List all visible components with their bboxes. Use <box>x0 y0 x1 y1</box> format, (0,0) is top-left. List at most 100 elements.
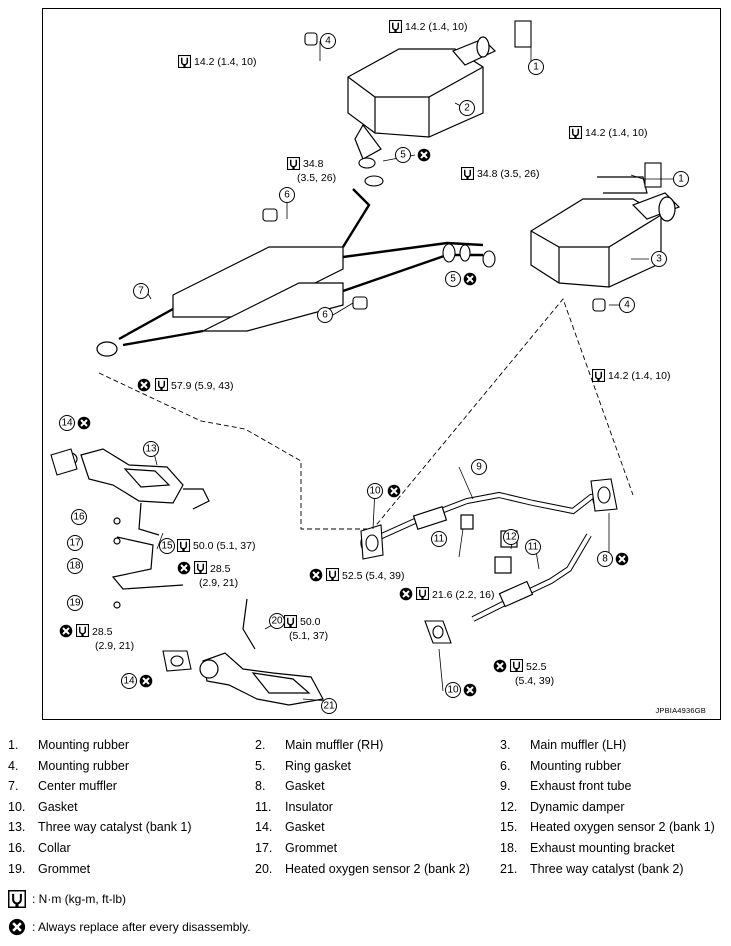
reference-dash-line <box>98 298 634 530</box>
part-name: Three way catalyst (bank 2) <box>530 861 684 876</box>
part-name: Heated oxygen sensor 2 (bank 2) <box>285 861 470 876</box>
torque-wrench-icon <box>326 568 339 581</box>
replace-icon <box>463 272 477 286</box>
part-number: 18. <box>500 841 518 855</box>
replace-icon <box>463 683 477 697</box>
svg-text:11: 11 <box>434 534 445 545</box>
svg-text:10: 10 <box>447 685 459 696</box>
part-number: 12. <box>500 799 518 814</box>
part-number: 3. <box>500 738 511 752</box>
part-name: Grommet <box>38 861 91 876</box>
replace-icon <box>137 378 151 392</box>
replace-icon <box>493 659 507 673</box>
part-name: Mounting rubber <box>38 758 130 773</box>
replace-icon <box>59 624 73 638</box>
svg-text:1: 1 <box>678 174 684 185</box>
part-number: 13. <box>8 820 26 835</box>
part-number: 1. <box>8 738 19 752</box>
callout-18: 18 <box>67 558 83 574</box>
svg-text:7: 7 <box>138 286 144 297</box>
torque-wrench-icon <box>155 378 168 391</box>
callout-20: 20 <box>269 613 285 629</box>
svg-text:6: 6 <box>322 310 328 321</box>
torque-wrench-icon <box>177 539 190 552</box>
svg-text:(2.9, 21): (2.9, 21) <box>95 640 134 652</box>
svg-text:14.2 (1.4, 10): 14.2 (1.4, 10) <box>585 127 647 139</box>
part-number: 21. <box>500 861 518 876</box>
torque-wrench-icon <box>194 561 207 574</box>
callout-1a: 1 <box>528 59 544 75</box>
callout-5a: 5 <box>395 147 411 163</box>
callout-17: 17 <box>67 535 83 551</box>
callout-12: 12 <box>503 529 519 545</box>
svg-text:4: 4 <box>325 36 331 47</box>
callout-5b: 5 <box>445 271 461 287</box>
part-name: Heated oxygen sensor 2 (bank 1) <box>530 820 715 835</box>
torque-6: 34.8 (3.5, 26) <box>461 167 539 180</box>
part-number: 15. <box>500 820 518 835</box>
part-number: 7. <box>8 779 19 794</box>
torque-7: 57.9 (5.9, 43) <box>137 378 233 392</box>
torque-14: 52.5(5.4, 39) <box>493 659 554 687</box>
svg-text:20: 20 <box>271 616 283 627</box>
svg-text:14.2 (1.4, 10): 14.2 (1.4, 10) <box>194 56 256 68</box>
figure-code: JPBIA4936GB <box>655 706 706 715</box>
replace-icon <box>77 416 91 430</box>
svg-text:14.2 (1.4, 10): 14.2 (1.4, 10) <box>405 21 467 33</box>
torque-wrench-icon <box>389 20 402 33</box>
callout-11a: 11 <box>431 531 447 547</box>
torque-wrench-icon <box>592 369 605 382</box>
svg-text:34.8 (3.5, 26): 34.8 (3.5, 26) <box>477 168 539 180</box>
svg-text:17: 17 <box>69 538 81 549</box>
svg-text:8: 8 <box>602 554 608 565</box>
part-name: Exhaust mounting bracket <box>530 841 675 855</box>
torque-12: 21.6 (2.2, 16) <box>399 587 494 601</box>
svg-text:11: 11 <box>528 542 539 553</box>
callout-1b: 1 <box>673 171 689 187</box>
svg-text:2: 2 <box>464 103 470 114</box>
part-name: Mounting rubber <box>38 738 130 752</box>
part-number: 11. <box>255 799 272 814</box>
torque-wrench-icon <box>510 659 523 672</box>
part-name: Exhaust front tube <box>530 779 632 794</box>
callout-10a: 10 <box>367 483 383 499</box>
torque-unit-text: : N·m (kg-m, ft-lb) <box>32 892 126 906</box>
svg-text:14.2 (1.4, 10): 14.2 (1.4, 10) <box>608 370 670 382</box>
svg-text:15: 15 <box>161 541 173 552</box>
callout-2: 2 <box>459 100 475 116</box>
svg-text:(5.1, 37): (5.1, 37) <box>289 630 328 642</box>
torque-10: 28.5(2.9, 21) <box>59 624 134 652</box>
three-way-catalyst-bank2-shape <box>199 598 324 706</box>
part-number: 17. <box>255 841 273 855</box>
callout-3: 3 <box>651 251 667 267</box>
svg-text:(5.4, 39): (5.4, 39) <box>515 675 554 687</box>
torque-2: 14.2 (1.4, 10) <box>178 55 256 68</box>
torque-labels: 14.2 (1.4, 10) 14.2 (1.4, 10) 14.2 (1.4,… <box>59 20 670 687</box>
svg-text:5: 5 <box>450 274 456 285</box>
torque-wrench-icon <box>416 587 429 600</box>
callout-21: 21 <box>321 698 337 714</box>
main-muffler-lh-shape <box>530 176 681 288</box>
svg-text:14: 14 <box>61 418 73 429</box>
torque-wrench-icon <box>287 157 300 170</box>
svg-text:21.6 (2.2, 16): 21.6 (2.2, 16) <box>432 589 494 601</box>
callout-11b: 11 <box>525 539 541 555</box>
replace-icon <box>177 561 191 575</box>
svg-text:57.9 (5.9, 43): 57.9 (5.9, 43) <box>171 380 233 392</box>
replace-icon <box>615 552 629 566</box>
part-name: Mounting rubber <box>530 758 622 773</box>
torque-1: 14.2 (1.4, 10) <box>389 20 467 33</box>
svg-text:4: 4 <box>624 300 630 311</box>
part-name: Gasket <box>285 820 325 835</box>
replace-icon <box>417 148 431 162</box>
part-number: 10. <box>8 799 26 814</box>
torque-wrench-icon <box>569 126 582 139</box>
svg-text:3: 3 <box>656 254 662 265</box>
torque-wrench-icon <box>461 167 474 180</box>
torque-4: 14.2 (1.4, 10) <box>592 369 670 382</box>
part-number: 20. <box>255 861 273 876</box>
replace-icon <box>387 484 401 498</box>
svg-text:21: 21 <box>323 701 335 712</box>
torque-9: 28.5(2.9, 21) <box>177 561 238 589</box>
callout-8: 8 <box>597 551 613 567</box>
